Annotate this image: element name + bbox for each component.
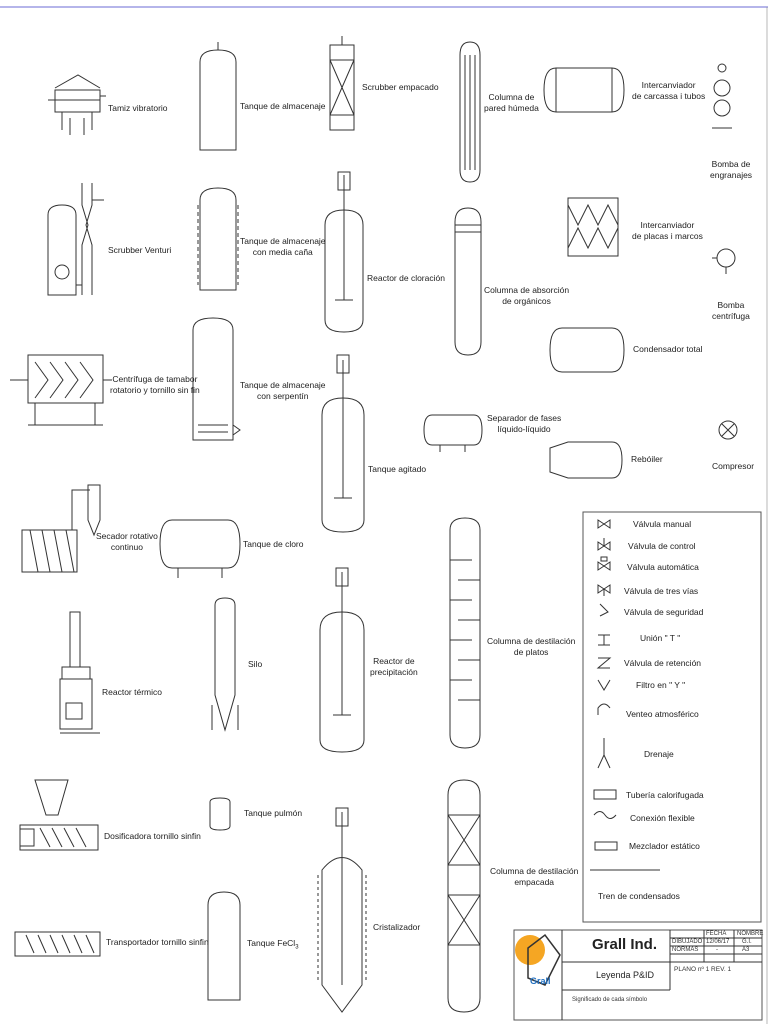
label-columna-absorcion: Columna de absorción de orgánicos — [484, 285, 570, 306]
scrubber-venturi-symbol — [47, 183, 104, 296]
legend-box — [582, 511, 762, 923]
row1-fecha: 12/06/17 — [706, 939, 730, 945]
col-fecha: FECHA — [706, 931, 727, 937]
tanque-serpentin-symbol — [192, 317, 241, 441]
label-compresor: Compresor — [712, 461, 755, 471]
dosificadora-symbol — [19, 779, 99, 851]
reactor-precipitacion-symbol — [319, 567, 365, 753]
label-reactor-cloracion: Reactor de cloración — [367, 273, 445, 283]
label-centrifuga: Centrífuga de tamabor rotatorio y tornil… — [110, 374, 200, 395]
label-scrubber-empacado: Scrubber empacado — [362, 82, 439, 92]
columna-empacada-symbol — [447, 779, 481, 1013]
tanque-media-cana-symbol — [197, 187, 239, 291]
label-separador: Separador de fases líquido-líquido — [487, 413, 562, 434]
row1-nombre: G.I. — [742, 939, 752, 945]
label-transportador: Transportador tornillo sinfin — [106, 937, 209, 947]
legend-valvula-manual: Válvula manual — [633, 519, 692, 529]
tanque-almacenaje-symbol — [199, 42, 237, 151]
legend-conexion-flexible: Conexión flexible — [630, 813, 695, 823]
legend-tren-condensados: Tren de condensados — [598, 891, 680, 901]
centrifuga-symbol — [10, 354, 112, 426]
cristalizador-symbol — [317, 807, 367, 1013]
legend-filtro-y: Filtro en " Y " — [636, 680, 686, 690]
label-dosificadora: Dosificadora tornillo sinfin — [104, 831, 201, 841]
label-secador: Secador rotativo continuo — [96, 531, 158, 552]
label-tanque-serpentin: Tanque de almacenaje con serpentín — [240, 380, 326, 401]
row2-fecha: - — [716, 947, 718, 953]
secador-rotativo-symbol — [21, 484, 101, 573]
reactor-cloracion-symbol — [324, 171, 364, 333]
label-cristalizador: Cristalizador — [373, 922, 421, 932]
legend-drenaje: Drenaje — [644, 749, 674, 759]
label-bomba-engranajes: Bomba de engranajes — [710, 159, 753, 180]
label-condensador: Condensador total — [633, 344, 703, 354]
columna-platos-symbol — [449, 517, 481, 749]
legend-tuberia-calorifugada: Tubería calorifugada — [626, 790, 704, 800]
label-tanque-agitado: Tanque agitado — [368, 464, 427, 474]
legend-union-t: Unión " T " — [640, 633, 681, 643]
label-reactor-termico: Reactor térmico — [102, 687, 162, 697]
columna-absorcion-symbol — [454, 207, 482, 356]
plano-number: PLANO nº 1 REV. 1 — [674, 966, 732, 973]
label-tanque-cloro: Tanque de cloro — [243, 539, 304, 549]
scrubber-empacado-symbol — [329, 36, 355, 131]
label-intercambiador-placas: Intercanviador de placas i marcos — [632, 220, 703, 241]
label-scrubber-venturi: Scrubber Venturi — [108, 245, 172, 255]
tanque-agitado-symbol — [321, 354, 365, 533]
silo-symbol — [211, 597, 239, 732]
tanque-pulmon-symbol — [209, 797, 231, 831]
label-intercambiador-carcasa: Intercanviador de carcassa i tubos — [632, 80, 706, 101]
company-name: Grall Ind. — [592, 936, 658, 953]
columna-pared-humeda-symbol — [459, 41, 481, 183]
label-reboiler: Rebóiler — [631, 454, 663, 464]
legend-mezclador-estatico: Mezclador estático — [629, 841, 700, 851]
label-silo: Silo — [248, 659, 263, 669]
row2-label: NORMAS — [672, 947, 699, 953]
label-tanque-fecl3: Tanque FeCl3 — [247, 938, 299, 951]
reboiler-symbol — [549, 441, 623, 479]
intercambiador-carcasa-symbol — [543, 67, 625, 113]
bomba-centrifuga-symbol — [712, 248, 736, 274]
label-reactor-precipitacion: Reactor de precipitación — [370, 656, 418, 677]
legend-valvula-seguridad: Válvula de seguridad — [624, 607, 704, 617]
legend-valvula-retencion: Válvula de retención — [624, 658, 702, 668]
condensador-total-symbol — [549, 327, 625, 373]
legend-venteo: Venteo atmosférico — [626, 709, 699, 719]
label-tanque-media-cana: Tanque de almacenaje con media caña — [240, 236, 326, 257]
logo-text: Grall — [530, 976, 551, 986]
bomba-engranajes-symbol — [712, 63, 732, 129]
row1-label: DIBUJADO — [672, 939, 703, 945]
compresor-symbol — [718, 420, 738, 440]
legend-valvula-automatica: Válvula automática — [627, 562, 699, 572]
tanque-fecl3-symbol — [207, 891, 241, 1001]
label-tamiz: Tamiz vibratorio — [108, 103, 168, 113]
tanque-cloro-symbol — [159, 519, 241, 578]
legend-valvula-tres-vias: Válvula de tres vías — [624, 586, 699, 596]
separador-fases-symbol — [423, 414, 483, 452]
label-columna-empacada: Columna de destilación empacada — [490, 866, 579, 887]
reactor-termico-symbol — [59, 611, 100, 734]
label-tanque-almacenaje: Tanque de almacenaje — [240, 101, 326, 111]
transportador-symbol — [14, 931, 101, 957]
intercambiador-placas-symbol — [567, 197, 619, 257]
drawing-description: Significado de cada símbolo — [572, 997, 648, 1003]
label-bomba-centrifuga: Bomba centrífuga — [712, 300, 750, 321]
drawing-title: Leyenda P&ID — [596, 970, 655, 980]
label-columna-pared: Columna de pared húmeda — [484, 92, 539, 113]
legend-valvula-control: Válvula de control — [628, 541, 696, 551]
label-columna-platos: Columna de destilación de platos — [487, 636, 576, 657]
label-tanque-pulmon: Tanque pulmón — [244, 808, 303, 818]
col-nombre: NOMBRE — [737, 931, 764, 937]
legend-symbols — [590, 519, 660, 871]
tamiz-vibratorio-symbol — [48, 74, 106, 135]
title-block-frame — [513, 929, 763, 1021]
row2-nombre: A3 — [742, 947, 750, 953]
